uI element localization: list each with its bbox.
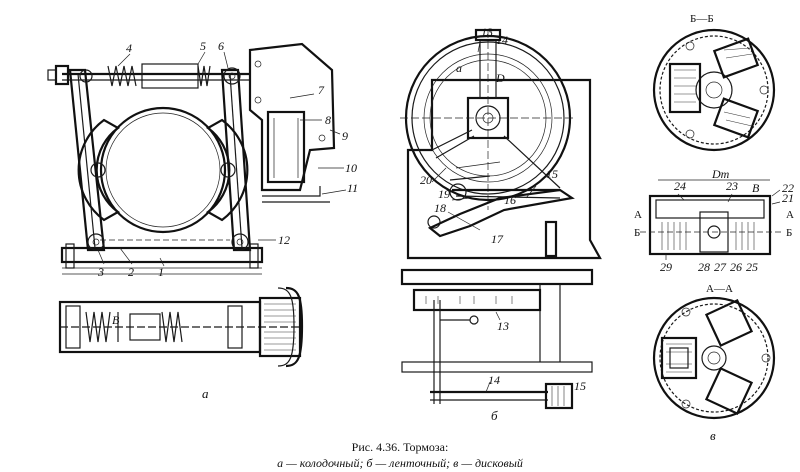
brake-drum	[99, 106, 227, 234]
part-12: 12	[278, 233, 290, 247]
shoe-brake-part-numbers: 1 2 3 4 5 6 7 8 9 10 11 12	[97, 39, 358, 279]
part-13: 13	[481, 25, 493, 39]
band-brake-lever	[427, 188, 575, 238]
part-4: 4	[126, 41, 132, 55]
part-27: 27	[714, 260, 727, 274]
main-spring	[107, 65, 137, 87]
disc-brake-section-aa: А—А	[652, 283, 776, 420]
section-mark-B-left: Б	[634, 227, 640, 239]
plan-part-13: 13	[497, 319, 509, 333]
part-14: 14	[496, 33, 508, 47]
band-brake-front-view	[400, 28, 602, 260]
band-dim-a: а	[456, 61, 462, 75]
band-brake-plan-part-numbers: 13 14 15	[488, 319, 586, 393]
band-brake-plan-view	[400, 268, 594, 410]
part-24: 24	[674, 179, 686, 193]
part-25: 25	[746, 260, 758, 274]
part-29: 29	[660, 260, 672, 274]
section-mark-B-right: Б	[786, 227, 792, 239]
band-brake-frame	[406, 78, 602, 260]
section-bb-label: Б—Б	[690, 13, 714, 25]
disc-brake-side-section: Dт В А Б А Б	[634, 167, 794, 260]
plan-electromagnet	[258, 296, 302, 358]
part-23: 23	[726, 179, 738, 193]
plan-dimension-B: В	[112, 313, 120, 327]
band-brake-part-numbers: 13 14 15 16 17 18 19 20	[420, 25, 558, 246]
part-6: 6	[218, 39, 224, 53]
part-18: 18	[434, 201, 446, 215]
left-brake-shoe	[77, 118, 121, 222]
part-19: 19	[438, 187, 450, 201]
section-mark-A-right: А	[786, 209, 794, 221]
part-2: 2	[128, 265, 134, 279]
part-11: 11	[347, 181, 358, 195]
disc-brake-section-bb: Б—Б	[652, 13, 776, 152]
part-9: 9	[342, 129, 348, 143]
figure-caption-title: Рис. 4.36. Тормоза:	[351, 440, 449, 454]
disc-brake-part-numbers: 21 22 23 24 25 26 27 28 29	[660, 179, 794, 274]
part-5: 5	[200, 39, 206, 53]
part-16: 16	[504, 193, 516, 207]
part-21: 21	[782, 191, 794, 205]
panel-label-a: а	[202, 386, 209, 401]
figure-caption-parts: а — колодочный; б — ленточный; в — диско…	[277, 456, 523, 470]
plan-band	[412, 288, 542, 312]
part-10: 10	[345, 161, 357, 175]
part-3: 3	[97, 265, 104, 279]
right-brake-shoe	[205, 118, 249, 222]
dim-B-disc: В	[752, 181, 760, 195]
part-22: 22	[782, 181, 794, 195]
plan-part-14: 14	[488, 373, 500, 387]
section-mark-A-left: А	[634, 209, 642, 221]
part-20: 20	[420, 173, 432, 187]
dim-Dt: Dт	[711, 167, 730, 181]
panel-label-b: б	[491, 408, 498, 423]
part-8: 8	[325, 113, 331, 127]
part-17: 17	[491, 232, 504, 246]
part-15: 15	[546, 167, 558, 181]
shoe-brake-front-view	[47, 42, 347, 275]
band-dim-D: D	[495, 71, 505, 85]
plan-part-15: 15	[574, 379, 586, 393]
panel-label-v: в	[710, 428, 716, 443]
part-7: 7	[318, 83, 325, 97]
section-aa-label: А—А	[706, 283, 733, 295]
part-26: 26	[730, 260, 742, 274]
part-28: 28	[698, 260, 710, 274]
shoe-brake-plan-view: В	[58, 286, 304, 368]
part-1: 1	[158, 265, 164, 279]
electromagnet	[266, 110, 306, 184]
